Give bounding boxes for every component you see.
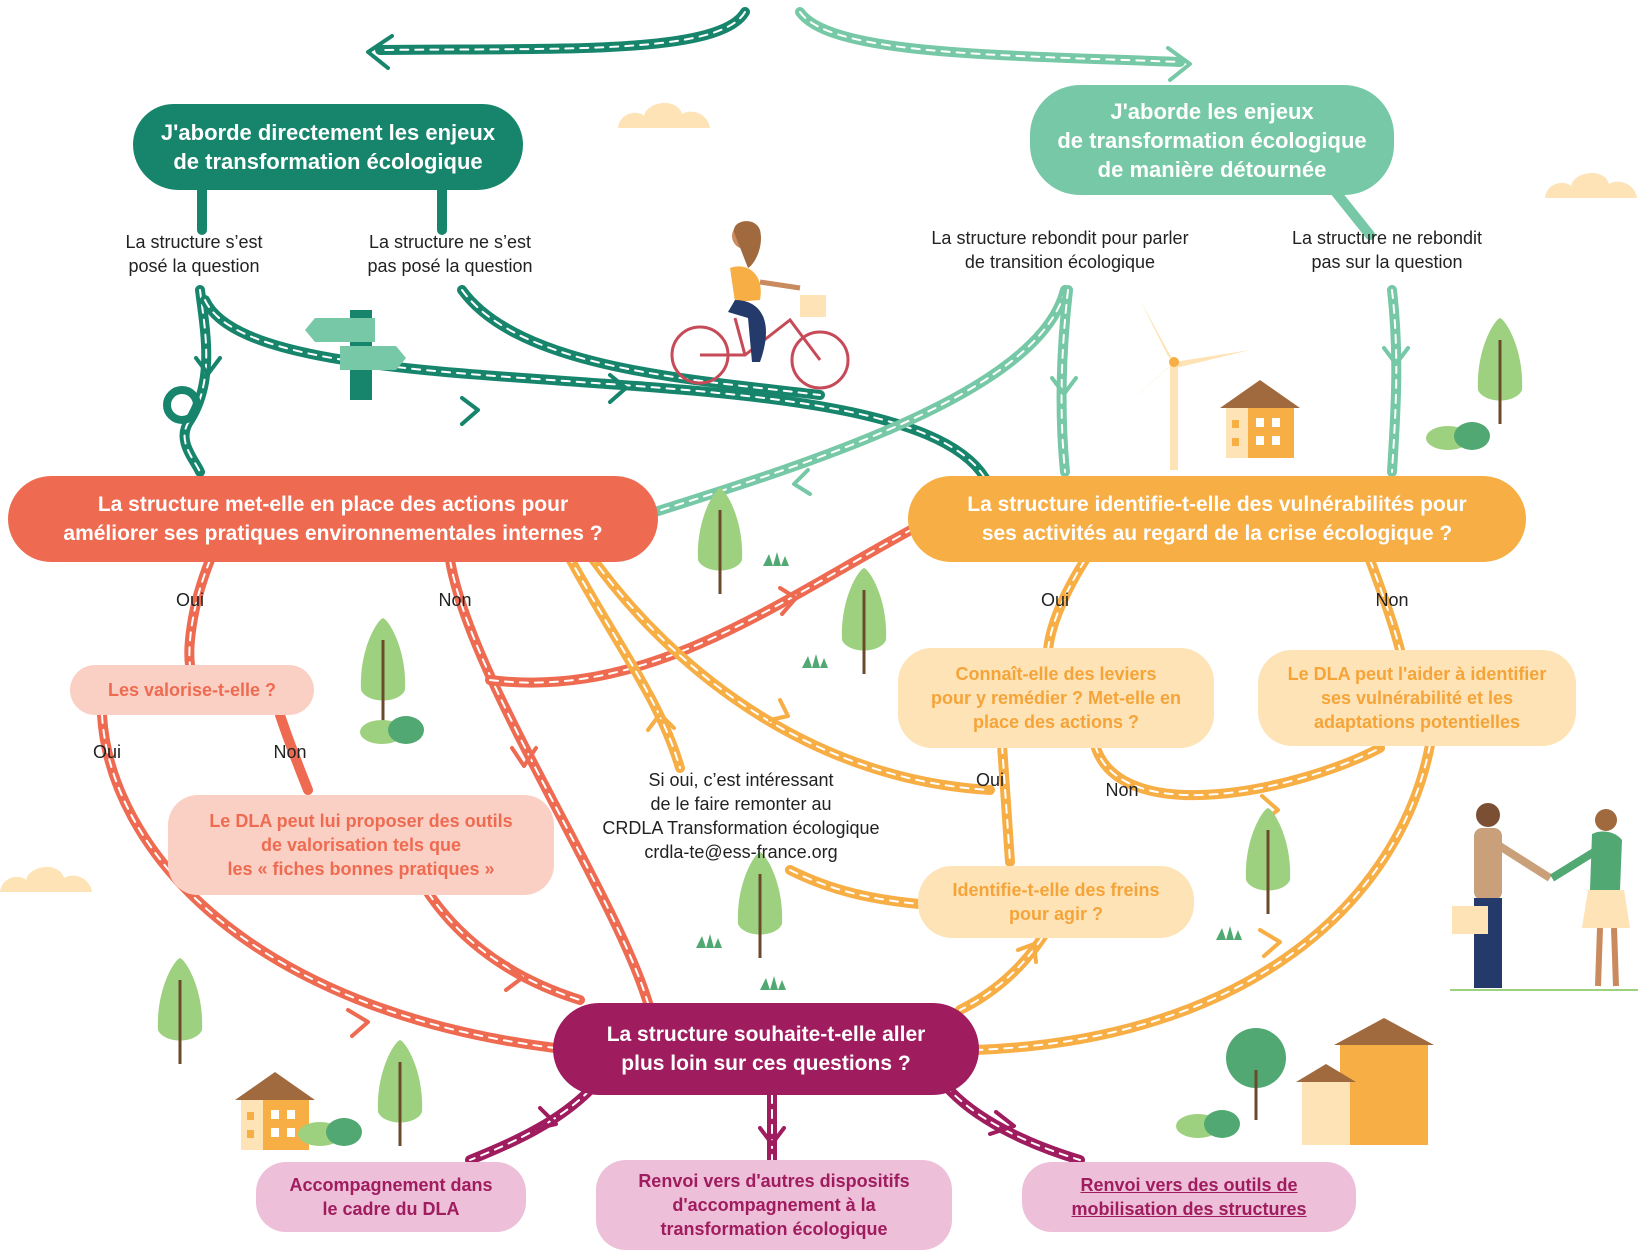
- label-non: Non: [438, 590, 472, 610]
- grass-icon: [1216, 926, 1242, 940]
- bush-icon: [1176, 1110, 1240, 1138]
- tree-icon: [359, 616, 407, 726]
- building-icon: [1296, 1018, 1434, 1145]
- grass-icon: [802, 654, 828, 668]
- outcome-other-schemes: Renvoi vers d'autres dispositifs d'accom…: [596, 1160, 952, 1250]
- outcome-dla-support: Accompagnement dans le cadre du DLA: [256, 1162, 526, 1232]
- bush-icon: [1426, 422, 1490, 450]
- direct-approach-box: J'aborde directement les enjeux de trans…: [133, 104, 523, 190]
- tree-icon: [376, 1038, 424, 1148]
- indirect-approach-box: J'aborde les enjeux de transformation éc…: [1030, 85, 1394, 195]
- levers-question: Connaît-elle des leviers pour y remédier…: [898, 648, 1214, 748]
- grass-icon: [696, 934, 722, 948]
- valorise-question: Les valorise-t-elle ?: [70, 665, 314, 715]
- label-non: Non: [1375, 590, 1409, 610]
- arrowheads: [194, 34, 1410, 1146]
- label-non: Non: [1105, 780, 1139, 800]
- wind-turbine-icon: [1118, 300, 1250, 470]
- obstacles-question: Identifie-t-elle des freins pour agir ?: [918, 866, 1194, 938]
- internal-actions-question: La structure met-elle en place des actio…: [8, 476, 658, 562]
- label-not-bounces: La structure ne rebondit pas sur la ques…: [1291, 228, 1483, 272]
- tree-icon: [696, 486, 744, 596]
- grass-icon: [763, 552, 789, 566]
- cyclist-icon: [670, 221, 850, 390]
- dla-identify-box: Le DLA peut l'aider à identifier ses vul…: [1258, 650, 1576, 746]
- tree-icon: [736, 850, 784, 960]
- label-oui: Oui: [175, 590, 204, 610]
- label-oui: Oui: [1040, 590, 1069, 610]
- handshake-people-icon: [1450, 803, 1638, 991]
- label-non: Non: [273, 742, 307, 762]
- go-further-question: La structure souhaite-t-elle aller plus …: [553, 1003, 979, 1095]
- outcome-mobilisation-tools-link[interactable]: Renvoi vers des outils de mobilisation d…: [1022, 1162, 1356, 1232]
- vulnerabilities-question: La structure identifie-t-elle des vulnér…: [908, 476, 1526, 562]
- cloud-icon: [0, 866, 92, 892]
- valorisation-tools-box: Le DLA peut lui proposer des outils de v…: [168, 795, 554, 895]
- house-icon: [1220, 380, 1300, 458]
- tree-icon: [1476, 316, 1524, 426]
- tree-icon: [840, 566, 888, 676]
- road-loop: [163, 386, 201, 424]
- feedback-note: Si oui, c’est intéressant de le faire re…: [602, 770, 880, 862]
- tree-icon: [1244, 806, 1292, 916]
- grass-icon: [760, 976, 786, 990]
- label-asked-question: La structure s’est posé la question: [125, 232, 263, 276]
- label-not-asked-question: La structure ne s’est pas posé la questi…: [367, 232, 533, 276]
- tree-icon: [156, 956, 204, 1066]
- label-oui: Oui: [92, 742, 121, 762]
- flow-paths: [97, 7, 1435, 1167]
- signpost-icon: [305, 310, 406, 400]
- bush-icon: [360, 716, 424, 744]
- tree-icon: [1226, 1028, 1286, 1120]
- cloud-icon: [1545, 172, 1637, 198]
- label-bounces: La structure rebondit pour parler de tra…: [931, 228, 1189, 272]
- label-oui: Oui: [975, 770, 1004, 790]
- cloud-icon: [618, 102, 710, 128]
